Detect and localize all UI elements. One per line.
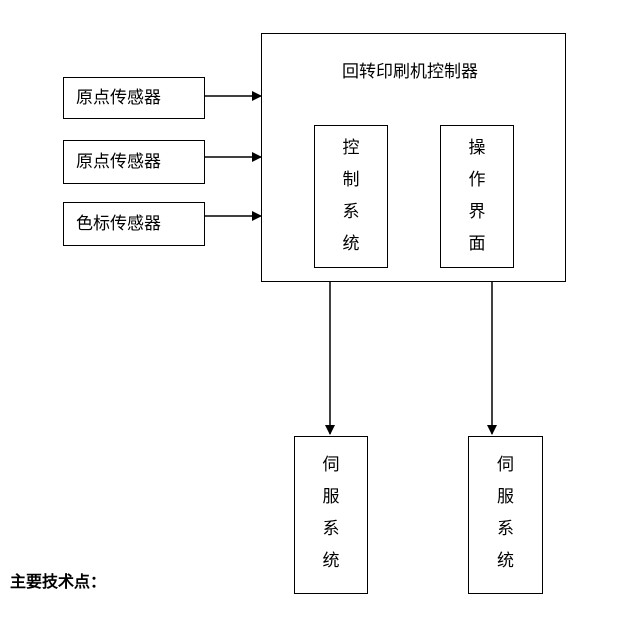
operation-interface-label: 操 作 界 面 <box>468 138 486 254</box>
sensor-label: 原点传感器 <box>76 88 161 108</box>
servo-system-box-2: 伺 服 系 统 <box>468 436 543 594</box>
sensor-box-origin-1: 原点传感器 <box>63 77 205 119</box>
controller-title: 回转印刷机控制器 <box>342 62 478 82</box>
key-technical-points-heading: 主要技术点： <box>10 572 107 591</box>
operation-interface-box: 操 作 界 面 <box>440 125 514 268</box>
controller-box: 回转印刷机控制器 控 制 系 统 操 作 界 面 <box>261 33 566 282</box>
servo-system-label: 伺 服 系 统 <box>322 455 340 571</box>
sensor-label: 色标传感器 <box>76 214 161 234</box>
sensor-box-origin-2: 原点传感器 <box>63 140 205 184</box>
sensor-label: 原点传感器 <box>76 152 161 172</box>
sensor-box-color-mark: 色标传感器 <box>63 202 205 246</box>
servo-system-box-1: 伺 服 系 统 <box>294 436 368 594</box>
servo-system-label: 伺 服 系 统 <box>497 455 514 571</box>
control-system-label: 控 制 系 统 <box>342 138 360 254</box>
control-system-box: 控 制 系 统 <box>314 125 388 268</box>
